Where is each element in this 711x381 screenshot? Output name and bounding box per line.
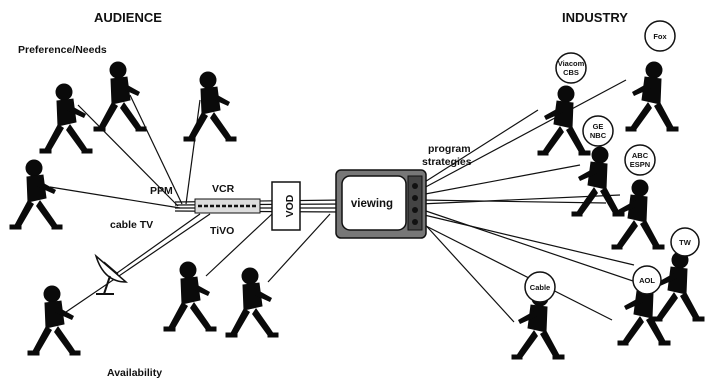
television-viewing: viewing <box>336 170 426 238</box>
audience-person <box>164 262 216 331</box>
cable-tv-label: cable TV <box>110 219 153 231</box>
audience-person <box>10 160 62 229</box>
svg-text:TW: TW <box>679 238 692 247</box>
audience-heading: AUDIENCE <box>94 10 162 25</box>
svg-text:Fox: Fox <box>653 32 667 41</box>
industry-heading: INDUSTRY <box>562 10 628 25</box>
badge-fox: Fox <box>645 21 675 51</box>
audience-person <box>226 268 278 337</box>
audience-person <box>28 286 80 355</box>
preference-needs-label: Preference/Needs <box>18 44 107 56</box>
viewing-label: viewing <box>351 198 393 210</box>
svg-text:GE: GE <box>593 122 604 131</box>
svg-text:ABC: ABC <box>632 151 649 160</box>
availability-label: Availability <box>107 367 162 379</box>
svg-text:AOL: AOL <box>639 276 655 285</box>
industry-person-fox <box>626 62 678 131</box>
svg-text:Viacom: Viacom <box>558 59 585 68</box>
svg-text:NBC: NBC <box>590 131 607 140</box>
vcr-label: VCR <box>212 183 235 195</box>
tivo-label: TiVO <box>210 225 234 237</box>
badge-cable: Cable <box>525 272 555 302</box>
badge-aol: AOL <box>633 266 661 294</box>
program-strategies-line2: strategies <box>422 156 472 168</box>
badge-viacom-cbs: Viacom CBS <box>556 53 586 83</box>
industry-figures <box>512 62 704 359</box>
vod-label: VOD <box>284 194 296 217</box>
svg-text:CBS: CBS <box>563 68 579 77</box>
industry-person-viacom-cbs <box>538 86 590 155</box>
audience-person <box>94 62 146 131</box>
vod-box: VOD <box>272 182 300 230</box>
svg-text:Cable: Cable <box>530 283 550 292</box>
badge-ge-nbc: GE NBC <box>583 116 613 146</box>
audience-person <box>40 84 92 153</box>
central-rope-bundle <box>175 199 345 213</box>
badge-tw: TW <box>671 228 699 256</box>
industry-person-ge-nbc <box>572 147 624 216</box>
program-strategies-line1: program <box>428 143 471 155</box>
ppm-label: PPM <box>150 185 173 197</box>
audience-person <box>184 72 236 141</box>
badge-abc-espn: ABC ESPN <box>625 145 655 175</box>
svg-text:ESPN: ESPN <box>630 160 650 169</box>
